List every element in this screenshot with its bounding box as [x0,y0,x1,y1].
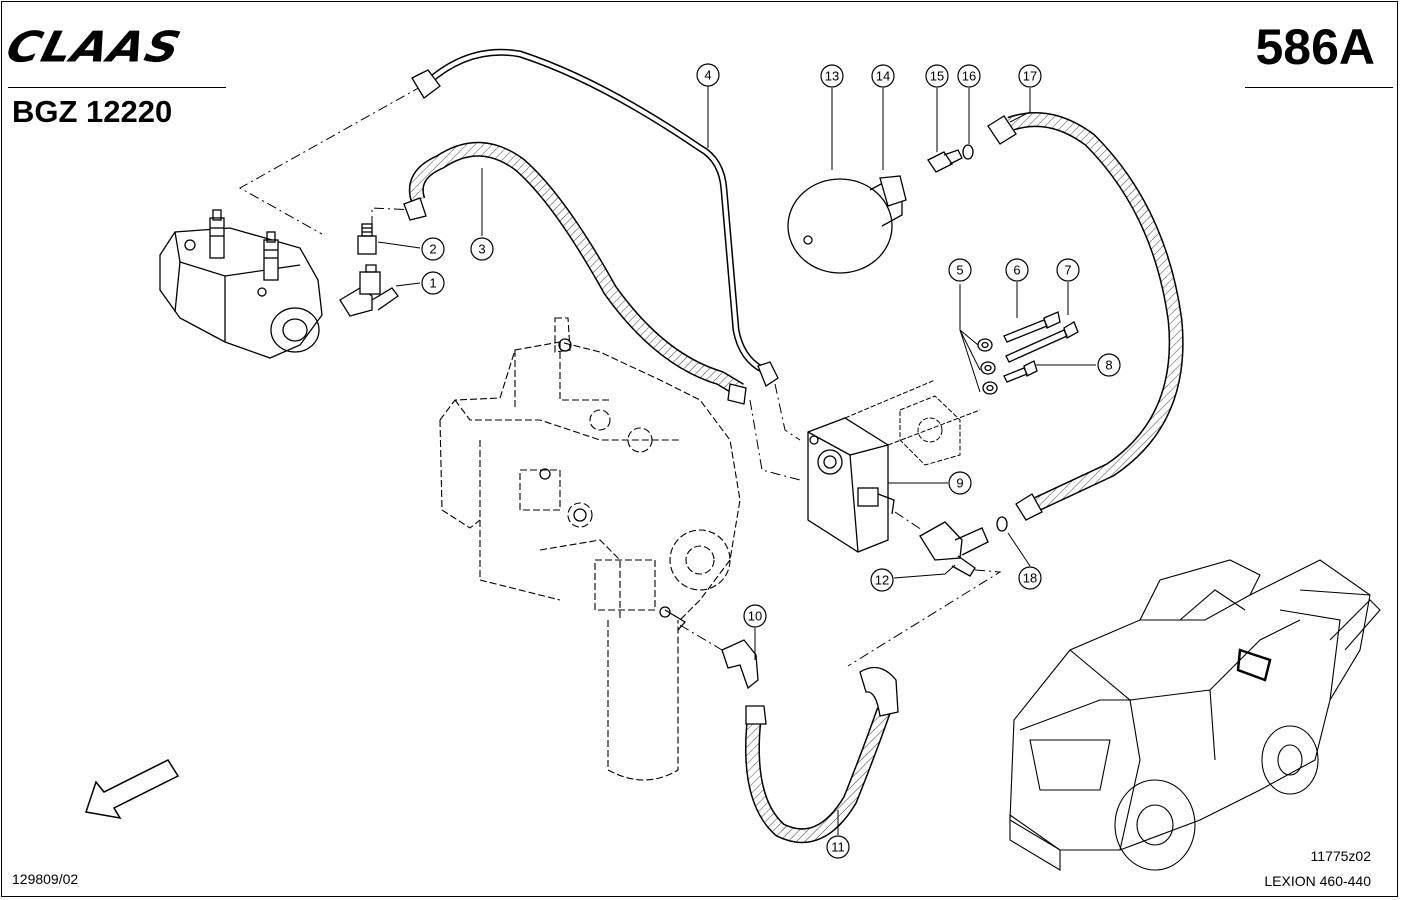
callout-number: 10 [748,609,762,624]
callout-2: 2 [421,237,445,261]
document-number: 129809/02 [12,871,79,887]
callout-number: 18 [1023,571,1037,586]
header-rule-right [1245,87,1393,88]
header-rule-left [8,87,226,88]
callout-circle [925,64,949,88]
callout-18: 18 [1018,566,1042,590]
callout-17: 17 [1018,64,1042,88]
callout-1: 1 [421,271,445,295]
callout-circle [957,64,981,88]
callout-number: 5 [956,263,963,278]
callout-circle [1018,566,1042,590]
callout-number: 11 [831,840,845,855]
combine-harvester-illustration [1009,559,1381,871]
arrow-down-left-icon [85,759,180,820]
callout-number: 12 [875,573,889,588]
hydrostatic-pump-assembly [439,317,741,781]
seal-ring-18 [996,516,1008,532]
callout-leaders [377,86,1096,835]
callout-12: 12 [870,568,894,592]
callout-circle [743,604,767,628]
callout-circle [421,237,445,261]
callout-circle [1097,353,1121,377]
assembly-lines-left [238,85,423,235]
page-number: 586A [1255,19,1375,75]
callout-circle [470,237,494,261]
callout-15: 15 [925,64,949,88]
callout-number: 13 [825,69,839,84]
elbow-fitting-1 [339,264,399,317]
assembly-lines-right [847,511,1002,667]
callout-11: 11 [826,835,850,859]
callout-number: 8 [1105,358,1112,373]
callout-9: 9 [948,471,972,495]
callout-circle [1005,258,1029,282]
callout-circle [1018,64,1042,88]
callout-number: 9 [956,476,963,491]
callout-number: 17 [1023,69,1037,84]
assembly-line-10 [679,624,723,651]
callout-number: 7 [1064,263,1071,278]
callout-4: 4 [696,63,720,87]
flange-plate [844,379,981,466]
hose-3 [403,141,747,405]
callout-number: 1 [429,276,436,291]
callout-circle [421,271,445,295]
callout-circle [948,471,972,495]
callout-number: 6 [1013,263,1020,278]
callout-number: 2 [429,242,436,257]
hydraulic-pump [159,209,323,359]
callout-circle [870,568,894,592]
callout-14: 14 [871,64,895,88]
seal-ring-16 [962,144,974,160]
hose-11 [745,666,899,844]
tee-fitting-12 [919,521,989,577]
callout-circle [871,64,895,88]
callout-6: 6 [1005,258,1029,282]
callout-circle [826,835,850,859]
elbow-fitting-10 [721,639,759,690]
callout-circle [948,258,972,282]
assembly-lines-center [749,383,801,481]
callout-3: 3 [470,237,494,261]
machine-model: LEXION 460-440 [1264,873,1371,889]
pressure-accumulator-13 [787,177,903,274]
fitting-14 [879,175,907,207]
solid-details-main [539,338,687,631]
group-code: BGZ 12220 [12,94,173,129]
callout-10: 10 [743,604,767,628]
drawing-number: 11775z02 [1310,848,1371,864]
valve-block-9 [807,417,895,553]
callout-7: 7 [1056,258,1080,282]
callout-circle [696,63,720,87]
adapter-15 [927,149,963,173]
callout-5: 5 [948,258,972,282]
callout-number: 15 [930,69,944,84]
callout-8: 8 [1097,353,1121,377]
callout-circle [820,64,844,88]
callout-circle [1056,258,1080,282]
callout-number: 4 [704,68,711,83]
hose-17 [987,112,1184,521]
callout-number: 3 [478,242,485,257]
bolts-and-washers [977,311,1079,395]
steel-pipe-4 [411,48,779,387]
callout-16: 16 [957,64,981,88]
adapter-fitting-2 [357,223,377,255]
callout-number: 14 [876,69,890,84]
callout-number: 16 [962,69,976,84]
callout-13: 13 [820,64,844,88]
